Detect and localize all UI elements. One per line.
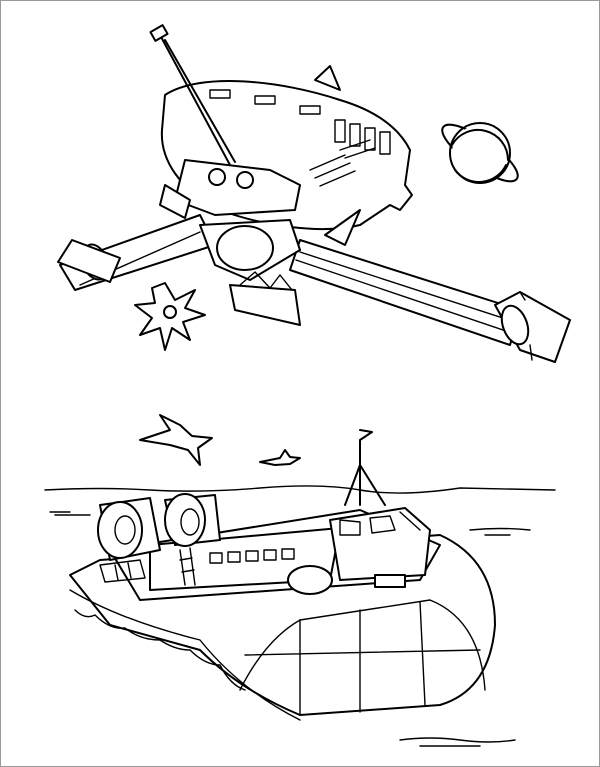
bird-large <box>139 414 213 466</box>
left-solar-arm <box>57 214 216 291</box>
space-probe <box>57 24 571 363</box>
bird-small <box>259 449 301 466</box>
hovercraft <box>69 429 496 721</box>
mast <box>344 429 386 506</box>
ringed-planet <box>441 122 519 184</box>
propellers <box>97 493 221 561</box>
antenna <box>159 34 236 166</box>
disc-windows <box>209 89 391 187</box>
sea <box>44 485 556 747</box>
right-solar-arm <box>289 239 571 363</box>
cabin-windows <box>209 548 295 564</box>
starburst <box>134 282 206 351</box>
